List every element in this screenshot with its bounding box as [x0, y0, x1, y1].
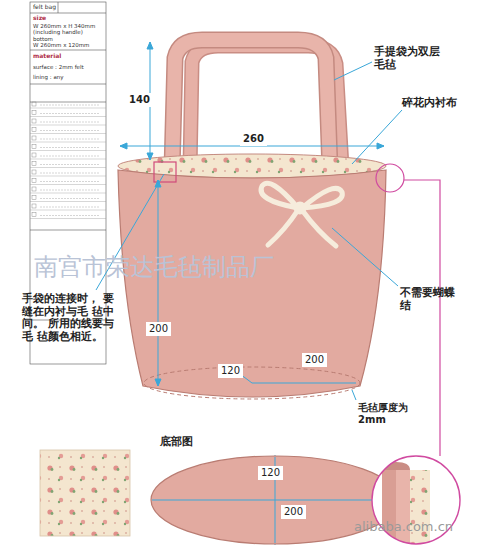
dimension: 120	[218, 364, 243, 378]
dimension: 200	[281, 505, 306, 519]
dimension: 200	[302, 353, 327, 367]
dimension-lines	[120, 42, 398, 545]
leader-lines	[96, 62, 402, 400]
callout-note: 手提袋为双层 毛毡	[374, 46, 454, 71]
spec-text: W 260mm x 120mm	[33, 42, 103, 48]
watermark: 南宫市荣达毛毡制品厂	[34, 254, 274, 282]
detail-leader	[404, 180, 440, 456]
callout-note: 手袋的连接时， 要缝在内衬与毛 毡中间。 所用的线要与毛 毡颜色相近。	[22, 293, 114, 344]
callout-note: 碎花内衬布	[402, 97, 457, 110]
dimension: 260	[240, 132, 267, 146]
dimension: 140	[126, 93, 153, 107]
dimension: 120	[258, 466, 283, 480]
spec-text: surface : 2mm felt	[33, 64, 103, 70]
bag-body	[118, 170, 386, 397]
spec-heading: material	[33, 53, 103, 60]
watermark: alibaba.com.cn	[354, 520, 453, 535]
detail-marker	[376, 164, 404, 192]
handle-joint-marker	[154, 162, 176, 182]
lining-swatch	[40, 450, 130, 536]
front-handle	[172, 40, 330, 170]
front-handle	[172, 40, 330, 170]
bow	[261, 183, 342, 246]
callout-note: 不需要蝴蝶 结	[400, 287, 462, 312]
dimension: 200	[146, 322, 171, 336]
spec-text: bottom	[33, 36, 103, 42]
spec-heading: size	[33, 15, 103, 22]
spec-text: lining : any	[33, 74, 103, 80]
bottom-seam	[144, 367, 360, 399]
spec-text: W 260mm x H 340mm (including handle)	[33, 23, 103, 36]
callout-note: 毛毡厚度为 2mm	[358, 402, 430, 425]
spec-title: felt bag	[33, 4, 57, 11]
view-title: 底部图	[160, 436, 193, 449]
